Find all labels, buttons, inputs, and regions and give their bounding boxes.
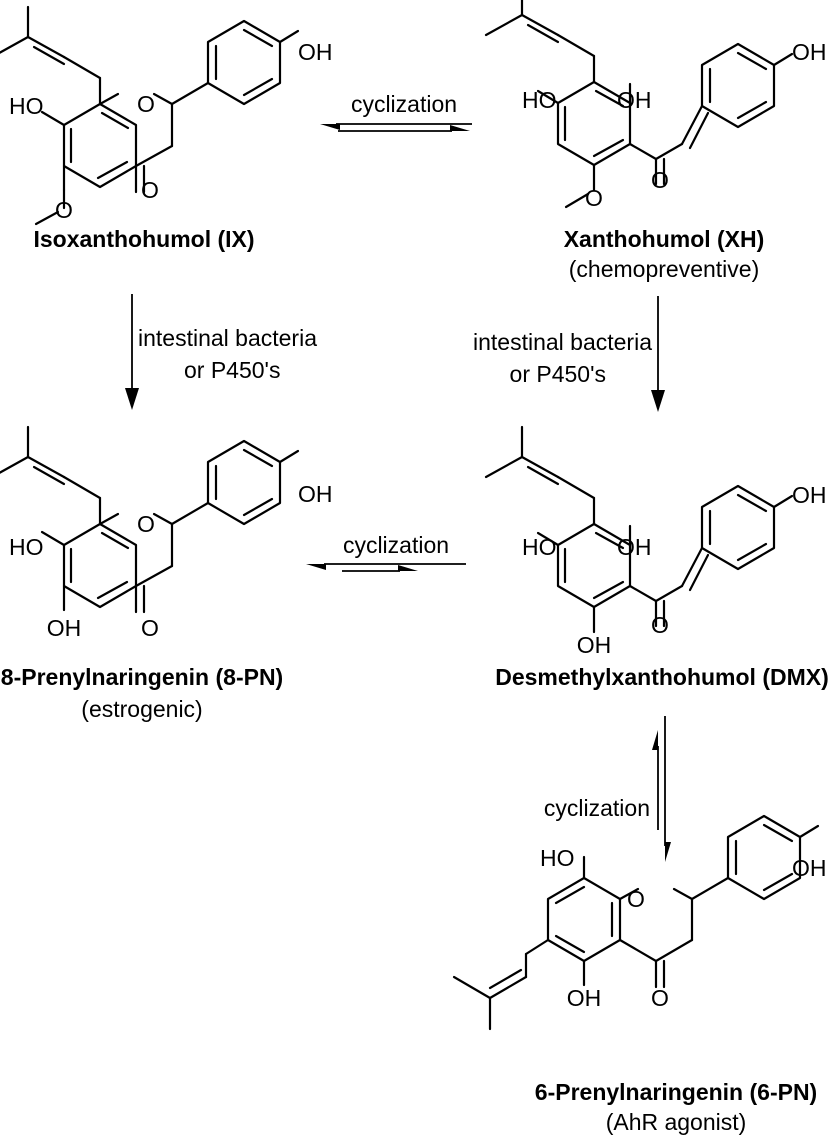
methoxy-oxygen-label: O bbox=[55, 197, 73, 223]
hydroxyl-label: HO bbox=[9, 93, 44, 119]
hydroxyl-label: HO bbox=[9, 534, 44, 560]
metabolism-arrow-ix-8pn bbox=[125, 294, 139, 410]
hydroxyl-label: OH bbox=[617, 87, 652, 113]
carbonyl-oxygen-label: O bbox=[651, 612, 669, 638]
hydroxyl-label: OH bbox=[792, 482, 827, 508]
prenylnaringenin-6-structure: HO O O OH OH bbox=[452, 814, 827, 1031]
cyclization-label: cyclization bbox=[544, 795, 650, 821]
hydroxyl-label: OH bbox=[577, 632, 612, 658]
cyclization-label: cyclization bbox=[351, 91, 457, 117]
hydroxyl-label: OH bbox=[792, 855, 827, 881]
compound-note-xh: (chemopreventive) bbox=[569, 256, 759, 282]
equilibrium-arrow-dmx-8pn bbox=[306, 563, 466, 572]
carbonyl-oxygen-label: O bbox=[651, 985, 669, 1011]
ring-oxygen-label: O bbox=[137, 511, 155, 537]
ring-oxygen-label: O bbox=[627, 886, 645, 912]
equilibrium-arrow-xh-ix bbox=[320, 123, 472, 132]
metabolism-label: or P450's bbox=[510, 361, 606, 387]
carbonyl-oxygen-label: O bbox=[141, 615, 159, 641]
methoxy-oxygen-label: O bbox=[585, 185, 603, 211]
cyclization-label: cyclization bbox=[343, 532, 449, 558]
hydroxyl-label: OH bbox=[298, 481, 333, 507]
compound-note-8pn: (estrogenic) bbox=[81, 696, 202, 722]
ring-oxygen-label: O bbox=[137, 91, 155, 117]
hydroxyl-label: OH bbox=[298, 39, 333, 65]
compound-name-6pn: 6-Prenylnaringenin (6-PN) bbox=[535, 1079, 817, 1105]
metabolism-label: intestinal bacteria bbox=[138, 325, 317, 351]
carbonyl-oxygen-label: O bbox=[141, 177, 159, 203]
metabolism-label: intestinal bacteria bbox=[473, 329, 652, 355]
compound-name-8pn: 8-Prenylnaringenin (8-PN) bbox=[1, 664, 283, 690]
hydroxyl-label: OH bbox=[792, 39, 827, 65]
hydroxyl-label: OH bbox=[617, 534, 652, 560]
xanthohumol-structure: HO OH O O OH bbox=[484, 0, 827, 211]
equilibrium-arrow-dmx-6pn bbox=[652, 716, 671, 862]
hydroxyl-label: OH bbox=[47, 615, 82, 641]
compound-name-dmx: Desmethylxanthohumol (DMX) bbox=[495, 664, 829, 690]
compound-name-xh: Xanthohumol (XH) bbox=[564, 226, 765, 252]
isoxanthohumol-structure: HO O O O OH bbox=[0, 5, 333, 226]
prenylnaringenin-8-structure: HO O O OH OH bbox=[0, 425, 333, 641]
compound-note-6pn: (AhR agonist) bbox=[606, 1109, 747, 1135]
hydroxyl-label: HO bbox=[522, 87, 557, 113]
metabolism-arrow-xh-dmx bbox=[651, 296, 665, 412]
hydroxyl-label: HO bbox=[522, 534, 557, 560]
hydroxyl-label: HO bbox=[540, 845, 575, 871]
metabolism-label: or P450's bbox=[184, 357, 280, 383]
compound-name-ix: Isoxanthohumol (IX) bbox=[33, 226, 254, 252]
hydroxyl-label: OH bbox=[567, 985, 602, 1011]
desmethylxanthohumol-structure: HO OH OH O OH bbox=[484, 425, 827, 658]
carbonyl-oxygen-label: O bbox=[651, 167, 669, 193]
